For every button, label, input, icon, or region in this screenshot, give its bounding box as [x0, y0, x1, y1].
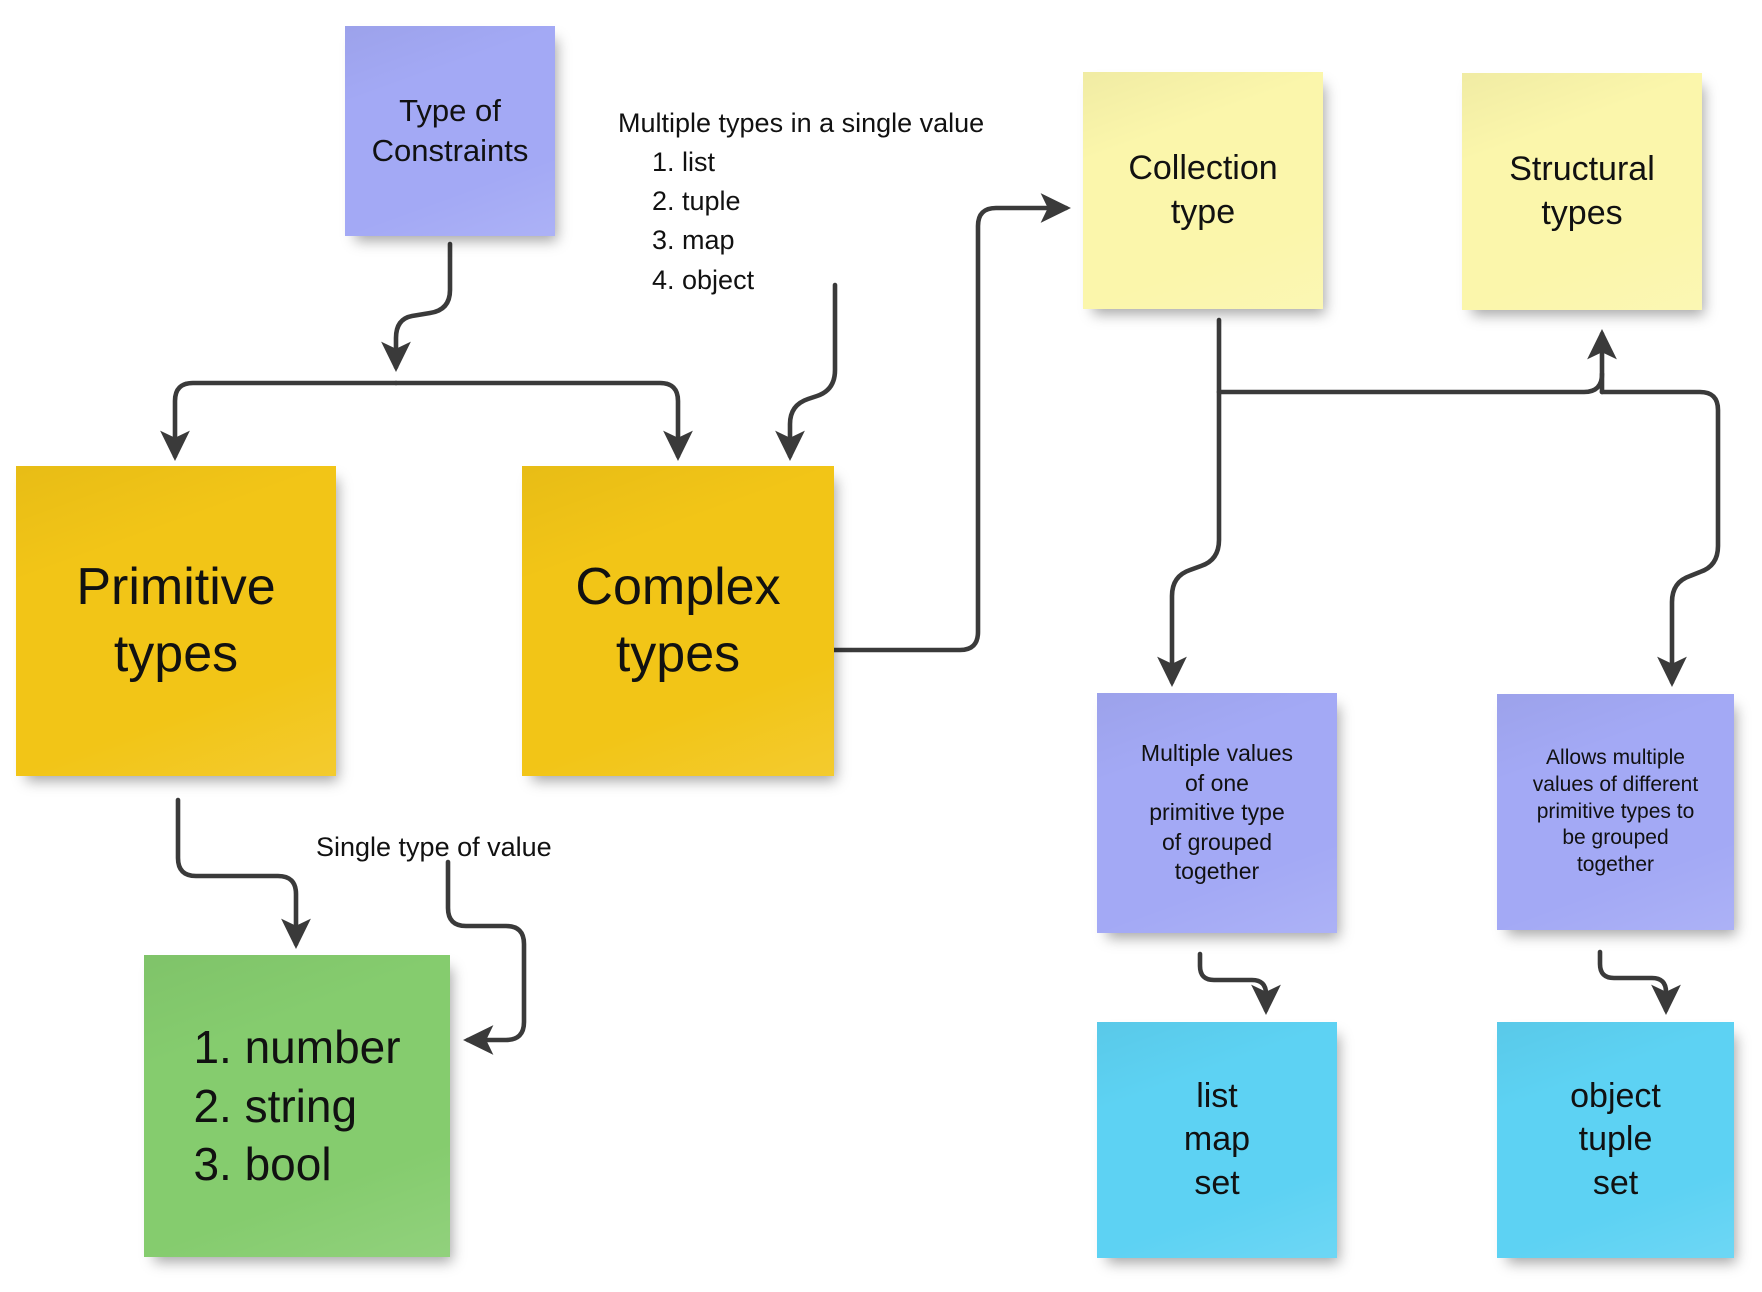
connector-fork-to-primitive	[160, 380, 399, 461]
note-label-type-of-constraints: Type of Constraints	[371, 93, 529, 168]
sticky-note-structural-types[interactable]: Structural types	[1462, 73, 1702, 310]
connector-complex-to-collection	[831, 193, 1071, 653]
annotation-single-type-of-value: Single type of value	[316, 832, 552, 862]
sticky-note-collection-examples[interactable]: list map set	[1097, 1022, 1337, 1258]
note-label-structural-examples: object tuple set	[1570, 1076, 1661, 1202]
list-item-object: 4. object	[652, 264, 755, 295]
note-label-primitive-type-list: 1. number 2. string 3. bool	[193, 1020, 401, 1191]
annotation-heading-multiple-types: Multiple types in a single value	[618, 108, 985, 138]
list-item-tuple: 2. tuple	[652, 186, 741, 217]
connector-collection-desc-to-examples	[1197, 951, 1281, 1015]
note-label-collection-examples: list map set	[1183, 1076, 1251, 1202]
connector-primitive-to-list	[175, 797, 311, 949]
note-label-structural-description: Allows multiple values of different prim…	[1532, 745, 1699, 877]
sticky-note-collection-description[interactable]: Multiple values of one primitive type of…	[1097, 693, 1337, 933]
note-label-collection-type: Collection type	[1128, 148, 1278, 231]
connector-structural-desc-to-examples	[1597, 949, 1681, 1015]
connector-multiple-types-to-complex	[775, 282, 838, 461]
sticky-note-primitive-types[interactable]: Primitive types	[16, 466, 336, 776]
list-item-map: 3. map	[652, 225, 735, 256]
sticky-note-complex-types[interactable]: Complex types	[522, 466, 834, 776]
list-item-list: 1. list	[652, 147, 716, 178]
annotation-multiple-types-in-a-single-value: Multiple types in a single value 1. list…	[618, 104, 984, 300]
note-label-collection-description: Multiple values of one primitive type of…	[1140, 740, 1294, 885]
connector-collection-bar-to-structural	[1216, 371, 1605, 395]
connector-single-type-to-list	[445, 859, 527, 1055]
connector-collection-down-to-desc	[1157, 317, 1222, 687]
connector-fork-to-complex	[393, 380, 693, 461]
connector-constraints-down	[381, 241, 453, 372]
note-label-structural-types: Structural types	[1509, 149, 1655, 232]
sticky-note-type-of-constraints[interactable]: Type of Constraints	[345, 26, 555, 236]
sticky-note-primitive-type-list[interactable]: 1. number 2. string 3. bool	[144, 955, 450, 1257]
sticky-note-structural-examples[interactable]: object tuple set	[1497, 1022, 1734, 1258]
note-label-complex-types: Complex types	[575, 558, 781, 683]
annotation-list-complex-types: 1. list 2. tuple 3. map 4. object	[618, 143, 984, 300]
connector-structural-bar-down	[1599, 389, 1721, 687]
sticky-note-collection-type[interactable]: Collection type	[1083, 72, 1323, 309]
note-label-primitive-types: Primitive types	[76, 558, 276, 683]
sticky-note-structural-description[interactable]: Allows multiple values of different prim…	[1497, 694, 1734, 930]
